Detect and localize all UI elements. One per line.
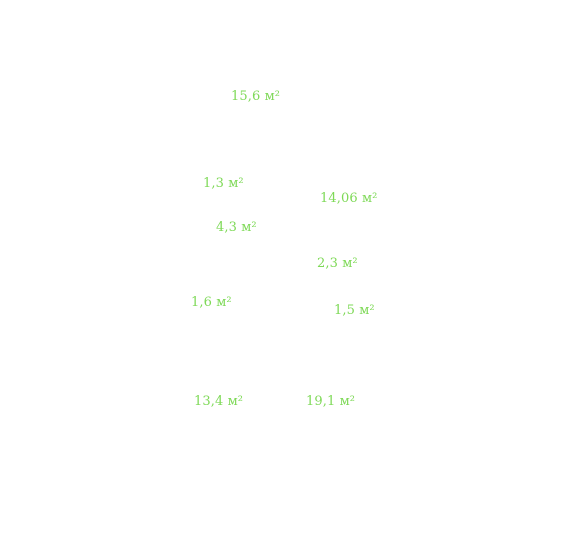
room-area-label: 1,6 м² <box>191 295 232 310</box>
room-area-label: 19,1 м² <box>306 394 356 409</box>
room-area-label: 1,5 м² <box>334 303 375 318</box>
room-area-label: 14,06 м² <box>320 191 378 206</box>
room-area-label: 1,3 м² <box>203 176 244 191</box>
room-area-label: 13,4 м² <box>194 394 244 409</box>
room-area-label: 4,3 м² <box>216 220 257 235</box>
room-area-label: 2,3 м² <box>317 256 358 271</box>
room-area-label: 15,6 м² <box>231 89 281 104</box>
